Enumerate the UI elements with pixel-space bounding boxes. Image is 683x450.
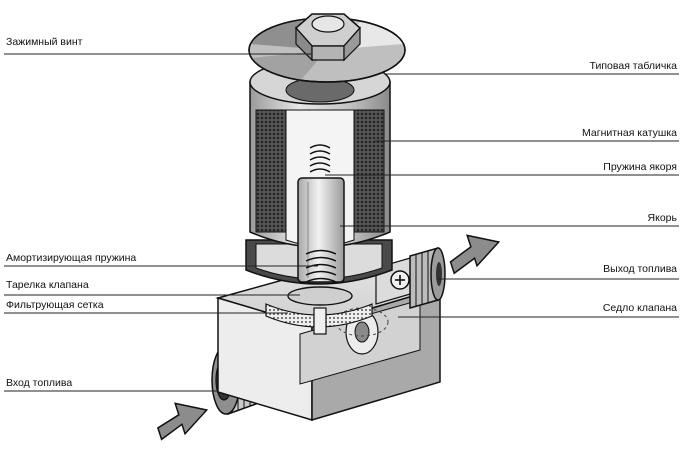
flow-arrow-in-icon [156, 402, 209, 441]
flow-arrow-out-icon [449, 234, 501, 275]
leader-lines [4, 53, 679, 392]
outlet-fitting [390, 247, 446, 309]
label-type-plate: Типовая табличка [589, 60, 677, 72]
label-fuel-inlet: Вход топлива [6, 377, 73, 389]
label-fuel-outlet: Выход топлива [603, 263, 677, 275]
armature-assembly [265, 144, 373, 335]
label-filter-screen: Фильтрующая сетка [6, 299, 104, 311]
label-armature-spring: Пружина якоря [603, 161, 677, 173]
label-clamping-screw: Зажимный винт [6, 36, 83, 48]
label-valve-plate: Тарелка клапана [6, 279, 89, 291]
label-armature: Якорь [647, 212, 677, 224]
clamping-screw-nut [294, 13, 362, 62]
plus-screw-icon [390, 270, 410, 290]
label-damping-spring: Амортизирующая пружина [6, 252, 137, 264]
label-magnet-coil: Магнитная катушка [582, 127, 677, 139]
label-valve-seat: Седло клапана [602, 302, 677, 314]
